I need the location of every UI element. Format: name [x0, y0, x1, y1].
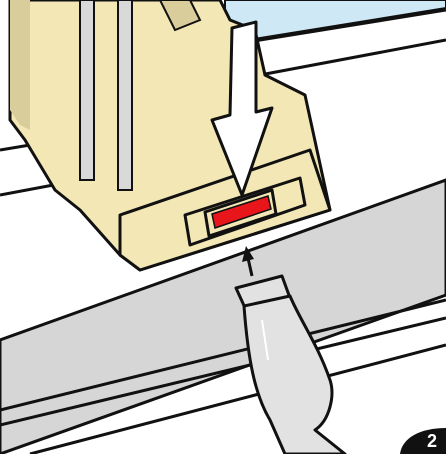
release-latch: [211, 195, 272, 229]
housing-shadow: [10, 0, 30, 130]
gray-rail: [0, 178, 446, 454]
lower-rail-lines: [0, 298, 446, 454]
step-number: 2: [427, 431, 437, 451]
vertical-rods: [79, 0, 202, 191]
screwdriver: [234, 274, 347, 454]
up-arrow-icon: [242, 246, 254, 277]
latch-slot: [183, 176, 307, 247]
down-arrow-icon: [210, 20, 274, 197]
step-badge: 2: [400, 428, 446, 454]
